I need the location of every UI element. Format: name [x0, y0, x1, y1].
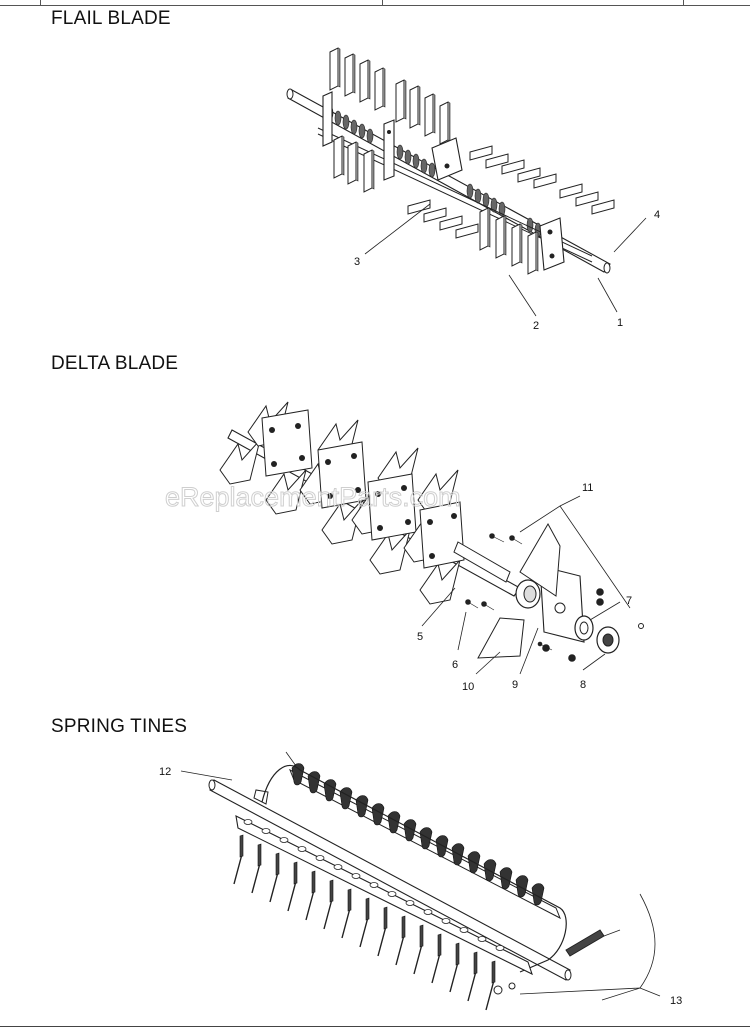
- frame-divider: [382, 0, 383, 5]
- callout-2: 2: [533, 320, 539, 332]
- callout-12: 12: [159, 766, 171, 778]
- spring-tines-title: SPRING TINES: [51, 716, 188, 737]
- flail-blade-assembly: [286, 47, 647, 317]
- callout-10: 10: [462, 681, 474, 693]
- frame-divider: [683, 0, 684, 5]
- callout-1: 1: [617, 317, 623, 329]
- callout-13: 13: [670, 995, 682, 1007]
- watermark: eReplacementParts.com: [165, 482, 461, 512]
- flail-blade-title: FLAIL BLADE: [51, 8, 171, 29]
- callout-3: 3: [354, 256, 360, 268]
- callout-11: 11: [582, 482, 593, 494]
- top-frame-border: [0, 0, 750, 6]
- callout-5: 5: [417, 631, 423, 643]
- callout-7: 7: [626, 595, 632, 607]
- callout-8: 8: [580, 679, 586, 691]
- frame-divider: [40, 0, 41, 5]
- callout-6: 6: [452, 659, 458, 671]
- delta-blade-title: DELTA BLADE: [51, 353, 179, 374]
- delta-blade-assembly: [219, 401, 644, 675]
- spring-tines-assembly: [180, 751, 661, 1011]
- callout-4: 4: [654, 209, 660, 221]
- callout-9: 9: [512, 679, 518, 691]
- bottom-frame-border: [0, 1026, 750, 1027]
